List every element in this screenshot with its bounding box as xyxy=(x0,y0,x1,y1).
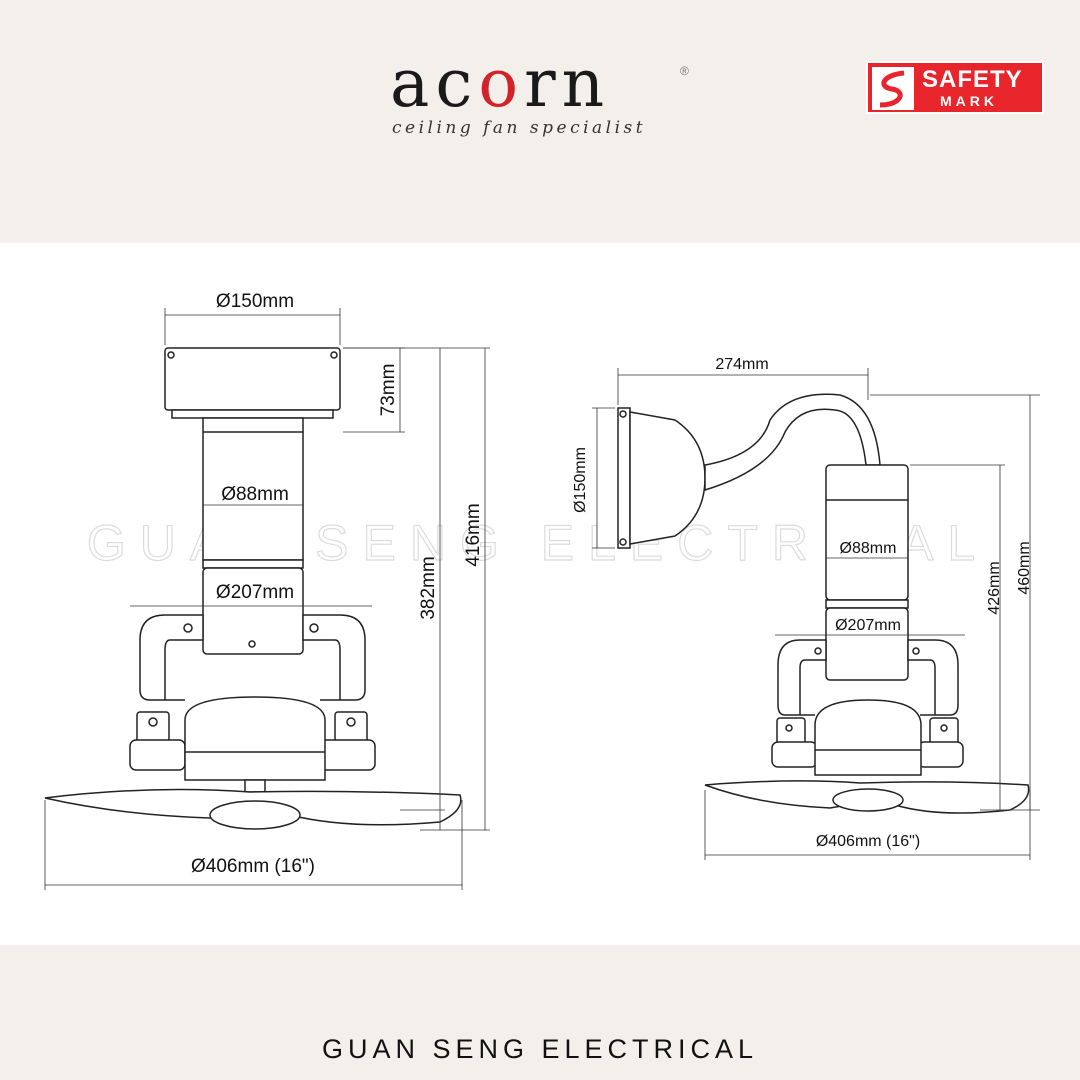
header-band xyxy=(0,0,1080,243)
wall-motor-diameter: Ø207mm xyxy=(835,617,901,634)
wall-plate-diameter: Ø150mm xyxy=(572,447,589,513)
ceiling-height-to-blade: 382mm xyxy=(418,556,439,619)
wall-dimension-lines xyxy=(592,368,1040,860)
wall-arm-reach: 274mm xyxy=(715,356,768,373)
ceiling-downrod-diameter: Ø88mm xyxy=(221,484,289,505)
ceiling-canopy-height: 73mm xyxy=(378,364,399,417)
footer-company-name: GUAN SENG ELECTRICAL xyxy=(321,1034,759,1064)
wall-downrod-diameter: Ø88mm xyxy=(840,540,897,557)
wall-fan-drawing xyxy=(617,393,1030,814)
ceiling-motor-diameter: Ø207mm xyxy=(216,582,294,603)
ceiling-total-height: 416mm xyxy=(463,503,484,566)
ceiling-blade-span: Ø406mm (16") xyxy=(191,856,315,877)
ceiling-dimension-lines xyxy=(44,308,490,890)
ceiling-fan-drawing xyxy=(44,347,462,830)
safety-mark-badge: SAFETY MARK xyxy=(866,61,1044,114)
wall-total-height: 460mm xyxy=(1016,541,1033,594)
ceiling-canopy-diameter: Ø150mm xyxy=(216,291,294,312)
wall-blade-span: Ø406mm (16") xyxy=(816,833,920,850)
fan-dimension-diagram: GUAN SENG ELECTRICAL Ø150mm xyxy=(44,291,1040,890)
safety-s-icon xyxy=(872,67,914,110)
wall-height-to-blade: 426mm xyxy=(986,561,1003,614)
acorn-logo: acorn ® ceiling fan specialist xyxy=(390,45,689,138)
logo-tagline: ceiling fan specialist xyxy=(392,118,647,138)
footer-band xyxy=(0,945,1080,1080)
